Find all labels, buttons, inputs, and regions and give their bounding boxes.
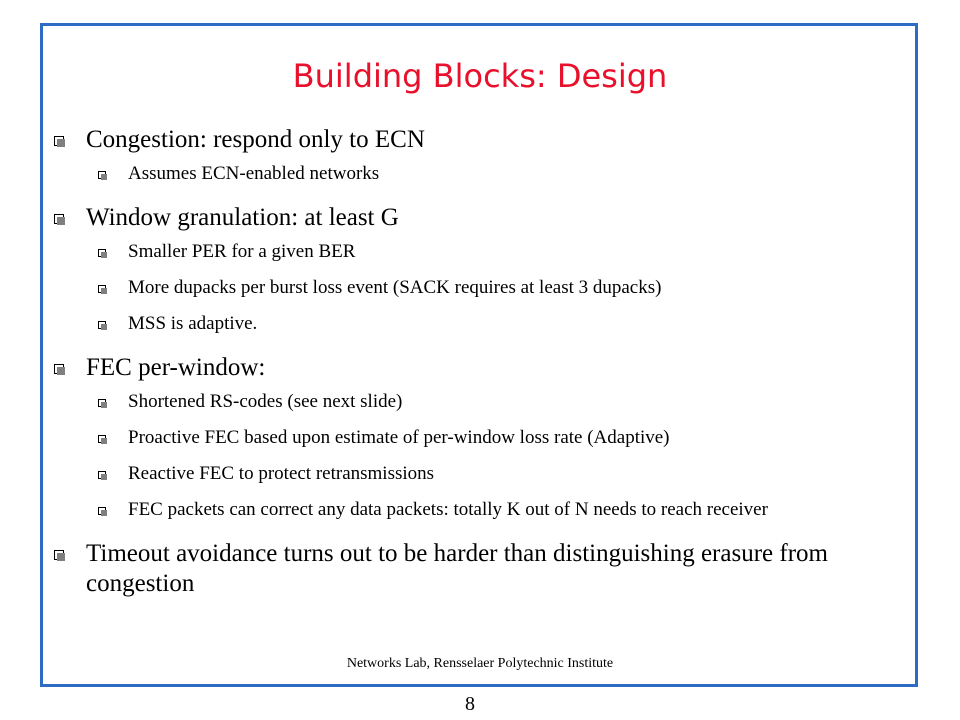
slide-content: Congestion: respond only to ECN Assumes … [48, 125, 898, 607]
sub-bullet-square-icon [98, 435, 107, 444]
sub-bullet-per: Smaller PER for a given BER [48, 241, 898, 263]
sub-bullet-text: Reactive FEC to protect retransmissions [128, 463, 435, 484]
bullet-text: Congestion: respond only to ECN [86, 126, 425, 153]
sub-bullet-proactive-fec: Proactive FEC based upon estimate of per… [48, 427, 898, 449]
bullet-text: Timeout avoidance turns out to be harder… [86, 540, 828, 597]
sub-bullet-square-icon [98, 171, 107, 180]
sub-bullet-text: Proactive FEC based upon estimate of per… [128, 427, 670, 448]
sub-bullet-square-icon [98, 249, 107, 258]
sub-bullet-rs-codes: Shortened RS-codes (see next slide) [48, 391, 898, 413]
sub-bullet-square-icon [98, 507, 107, 516]
bullet-window-granulation: Window granulation: at least G [48, 203, 898, 233]
sub-bullet-text: MSS is adaptive. [128, 313, 258, 334]
sub-bullet-reactive-fec: Reactive FEC to protect retransmissions [48, 463, 898, 485]
bullet-square-icon [54, 214, 65, 225]
bullet-square-icon [54, 136, 65, 147]
bullet-text: FEC per-window: [86, 354, 266, 381]
bullet-fec-per-window: FEC per-window: [48, 353, 898, 383]
sub-bullet-square-icon [98, 471, 107, 480]
sub-bullet-ecn: Assumes ECN-enabled networks [48, 163, 898, 185]
slide-border [40, 23, 918, 687]
slide-title: Building Blocks: Design [292, 57, 668, 95]
sub-bullet-mss: MSS is adaptive. [48, 313, 898, 335]
bullet-congestion: Congestion: respond only to ECN [48, 125, 898, 155]
sub-bullet-text: More dupacks per burst loss event (SACK … [128, 277, 662, 298]
sub-bullet-dupacks: More dupacks per burst loss event (SACK … [48, 277, 898, 299]
sub-bullet-text: Smaller PER for a given BER [128, 241, 356, 262]
page-number: 8 [465, 693, 475, 715]
bullet-timeout-avoidance: Timeout avoidance turns out to be harder… [48, 539, 898, 599]
sub-bullet-square-icon [98, 399, 107, 408]
bullet-text: Window granulation: at least G [86, 204, 399, 231]
sub-bullet-square-icon [98, 321, 107, 330]
bullet-square-icon [54, 550, 65, 561]
bullet-square-icon [54, 364, 65, 375]
slide-footer: Networks Lab, Rensselaer Polytechnic Ins… [346, 656, 614, 671]
sub-bullet-text: Assumes ECN-enabled networks [128, 163, 380, 184]
sub-bullet-text: Shortened RS-codes (see next slide) [128, 391, 403, 412]
sub-bullet-square-icon [98, 285, 107, 294]
sub-bullet-fec-packets: FEC packets can correct any data packets… [48, 499, 898, 521]
sub-bullet-text: FEC packets can correct any data packets… [128, 499, 768, 520]
